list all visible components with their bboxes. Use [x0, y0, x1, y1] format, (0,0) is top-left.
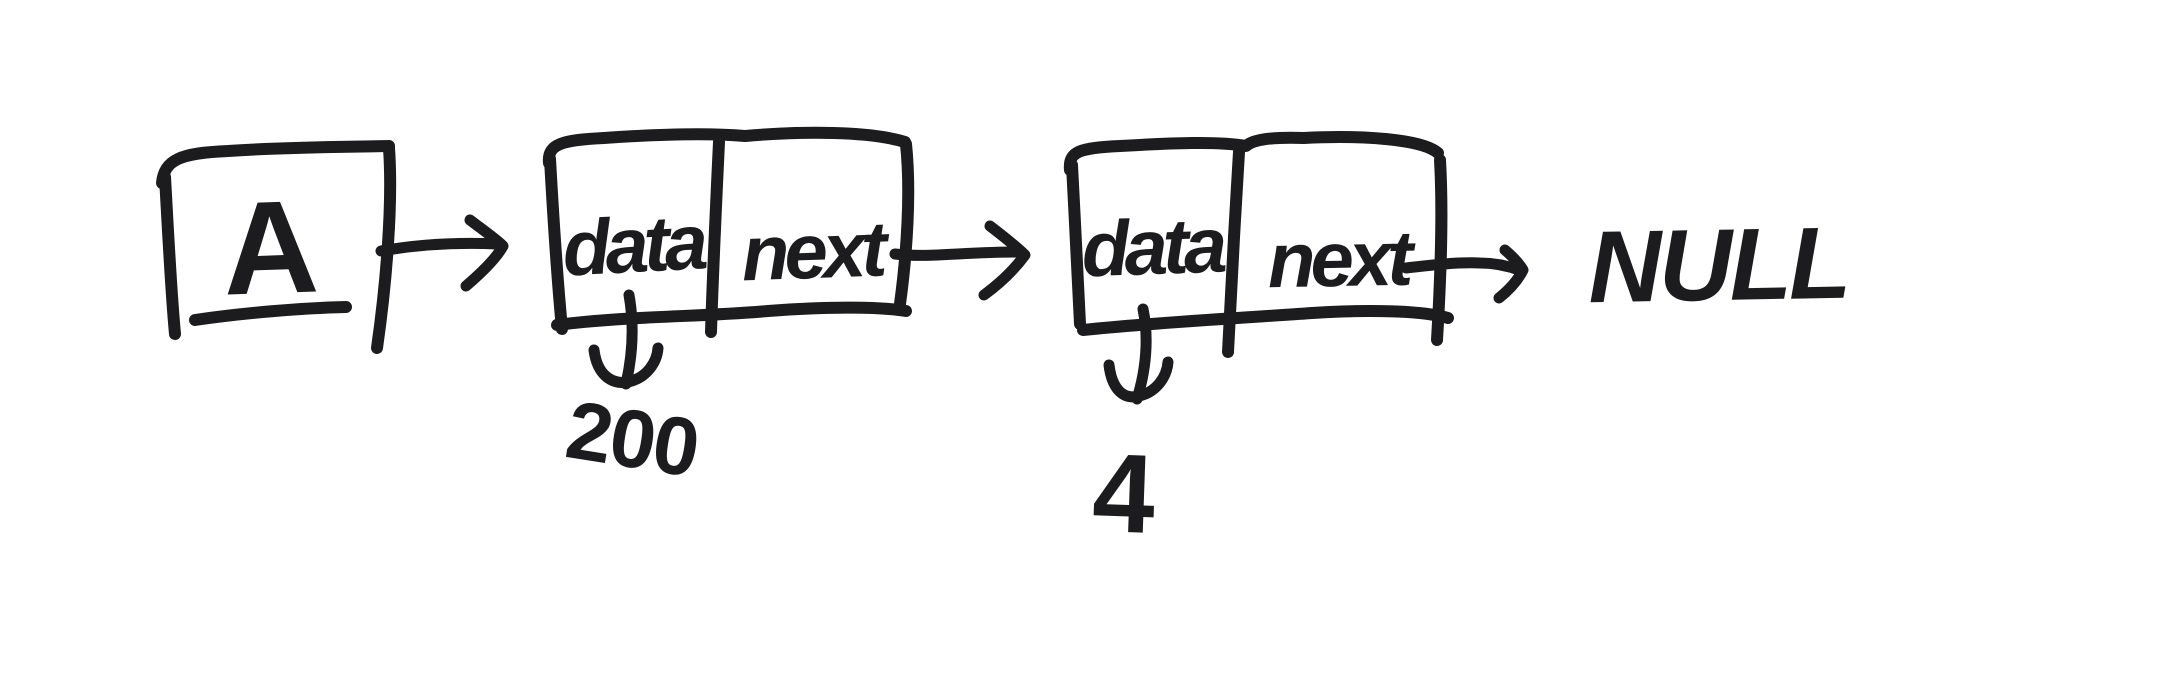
node-2: data next [1063, 131, 1454, 358]
node-right-edge [894, 138, 915, 310]
node-next-cell-label: next [1267, 214, 1417, 305]
node-top-edge [542, 126, 911, 169]
node-bottom-edge [551, 301, 912, 331]
node-2-value-pointer: 4 [1091, 303, 1174, 557]
node-data-value: 4 [1091, 430, 1158, 557]
head-box-underline [189, 301, 352, 326]
arrow-shaft [889, 246, 1024, 261]
node-2-to-null-arrow [1400, 244, 1529, 304]
arrow-head [460, 214, 509, 292]
head-to-node-1-arrow [375, 214, 509, 292]
head-box-left-edge [159, 171, 181, 340]
down-arrow-head [588, 342, 664, 388]
node-bottom-edge [1077, 304, 1454, 336]
null-terminator: NULL [1587, 206, 1849, 325]
node-1: data next [542, 126, 915, 338]
arrow-head [978, 220, 1031, 301]
node-data-value: 200 [560, 384, 703, 494]
down-arrow-stem [620, 289, 638, 390]
null-label: NULL [1587, 206, 1849, 325]
node-left-edge [1066, 159, 1086, 330]
node-next-cell-label: next [740, 204, 891, 297]
node-top-edge [1063, 131, 1444, 176]
node-left-edge [544, 153, 568, 335]
arrow-shaft [375, 237, 503, 257]
node-data-cell-label: data [560, 197, 708, 292]
down-arrow-head [1103, 356, 1174, 403]
head-pointer-box: A [156, 140, 397, 354]
arrow-shaft [1400, 257, 1525, 276]
arrow-head [1493, 244, 1529, 304]
node-data-cell-label: data [1080, 200, 1227, 293]
node-cell-divider [705, 136, 725, 338]
node-1-value-pointer: 200 [560, 289, 704, 495]
head-box-top-edge [156, 140, 395, 189]
node-cell-divider [1222, 146, 1245, 358]
head-pointer-label: A [220, 172, 320, 322]
node-1-to-node-2-arrow [889, 220, 1031, 301]
